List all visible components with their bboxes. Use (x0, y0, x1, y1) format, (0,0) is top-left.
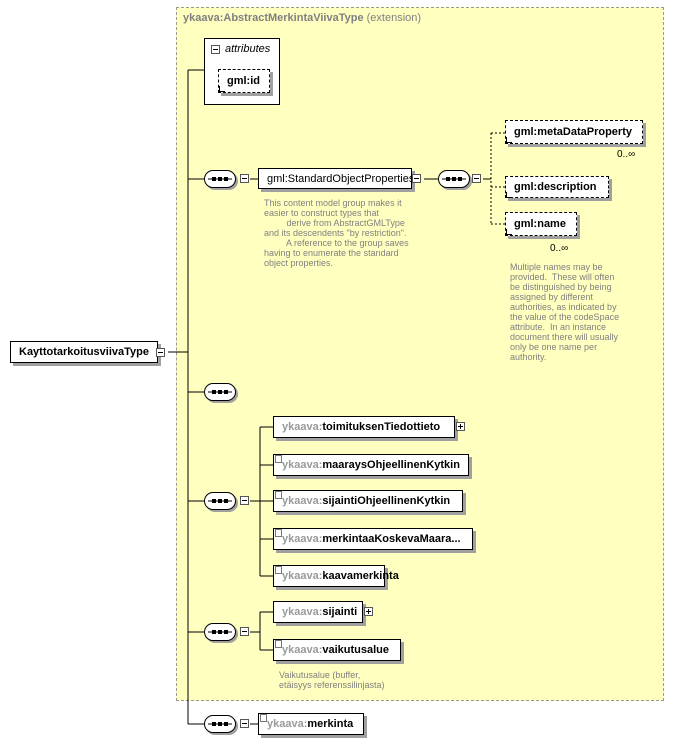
sequence-collapse-icon[interactable] (240, 174, 249, 183)
sequence-compositor-icon[interactable] (204, 715, 236, 733)
name-documentation: Multiple names may be provided. These wi… (510, 262, 620, 362)
simple-type-icon (275, 640, 282, 648)
element-maarays-ohjeellinen-kytkin[interactable]: ykaava:maaraysOhjeellinenKytkin (273, 454, 469, 476)
element-label: toimituksenTiedottieto (322, 421, 441, 433)
cardinality-label: 0..∞ (550, 243, 569, 254)
element-metadata-property[interactable]: gml:metaDataProperty (505, 120, 643, 144)
group-label: gml:StandardObjectProperties (267, 172, 415, 185)
element-merkintaa-koskeva-maara[interactable]: ykaava:merkintaaKoskevaMaara... (273, 528, 473, 550)
sequence-collapse-icon[interactable] (240, 719, 249, 728)
extension-title: ykaava:AbstractMerkintaViivaType (extens… (183, 12, 421, 24)
simple-type-icon (275, 491, 282, 499)
sequence-compositor-icon[interactable] (204, 492, 236, 510)
element-label: gml:description (514, 181, 597, 193)
element-namespace: ykaava: (282, 570, 323, 582)
element-name[interactable]: gml:name (505, 212, 577, 236)
vaikutusalue-documentation: Vaikutusalue (buffer, etäisyys referenss… (279, 670, 385, 690)
element-label: gml:metaDataProperty (514, 126, 632, 138)
element-label: gml:name (514, 218, 566, 230)
element-label: merkintaaKoskevaMaara... (322, 533, 461, 545)
attributes-header: attributes (225, 43, 271, 55)
element-label: vaikutusalue (322, 644, 390, 656)
element-merkinta[interactable]: ykaava:merkinta (258, 713, 364, 735)
element-vaikutusalue[interactable]: ykaava:vaikutusalue (273, 639, 401, 661)
element-label: merkinta (307, 718, 354, 730)
group-standard-object-properties[interactable]: gml:StandardObjectProperties (258, 168, 415, 189)
simple-type-icon (260, 714, 267, 722)
cardinality-label: 0..∞ (617, 149, 636, 160)
element-namespace: ykaava: (267, 718, 308, 730)
group-documentation: This content model group makes it easier… (264, 198, 409, 268)
extension-suffix: (extension) (366, 12, 422, 24)
simple-type-icon (275, 455, 282, 463)
root-collapse-icon[interactable] (156, 348, 165, 357)
simple-type-icon (275, 566, 282, 574)
element-namespace: ykaava: (282, 644, 323, 656)
sequence-collapse-icon[interactable] (240, 496, 249, 505)
element-toimituksen-tiedottieto[interactable]: ykaava:toimituksenTiedottieto (273, 416, 455, 438)
reference-arrow-icon (219, 86, 225, 92)
attributes-collapse-icon[interactable] (211, 45, 220, 54)
reference-arrow-icon (506, 137, 512, 143)
element-sijainti[interactable]: ykaava:sijainti (273, 601, 363, 623)
group-collapse-icon[interactable] (412, 174, 421, 183)
element-namespace: ykaava: (282, 421, 323, 433)
sequence-compositor-icon[interactable] (204, 383, 236, 401)
sequence-compositor-icon[interactable] (438, 170, 470, 188)
attribute-gml-id[interactable]: gml:id (218, 69, 270, 93)
element-label: kaavamerkinta (322, 570, 399, 582)
attribute-gml-id-label: gml:id (227, 75, 260, 87)
element-description[interactable]: gml:description (505, 176, 609, 198)
extension-type-name: ykaava:AbstractMerkintaViivaType (183, 12, 364, 24)
sequence-collapse-icon[interactable] (472, 174, 481, 183)
element-kaavamerkinta[interactable]: ykaava:kaavamerkinta (273, 565, 399, 587)
element-label: sijaintiOhjeellinenKytkin (322, 495, 451, 507)
reference-arrow-icon (506, 192, 512, 198)
element-label: maaraysOhjeellinenKytkin (322, 459, 460, 471)
element-sijainti-ohjeellinen-kytkin[interactable]: ykaava:sijaintiOhjeellinenKytkin (273, 490, 463, 512)
expand-icon[interactable] (364, 607, 373, 616)
element-namespace: ykaava: (282, 606, 323, 618)
element-namespace: ykaava: (282, 459, 323, 471)
simple-type-icon (275, 529, 282, 537)
root-type-node[interactable]: KayttotarkoitusviivaType (10, 341, 158, 363)
element-label: sijainti (322, 606, 358, 618)
sequence-compositor-icon[interactable] (204, 170, 236, 188)
element-namespace: ykaava: (282, 495, 323, 507)
sequence-collapse-icon[interactable] (240, 627, 249, 636)
element-namespace: ykaava: (282, 533, 323, 545)
root-type-label: KayttotarkoitusviivaType (19, 346, 150, 358)
sequence-compositor-icon[interactable] (204, 623, 236, 641)
reference-arrow-icon (506, 229, 512, 235)
expand-icon[interactable] (456, 422, 465, 431)
